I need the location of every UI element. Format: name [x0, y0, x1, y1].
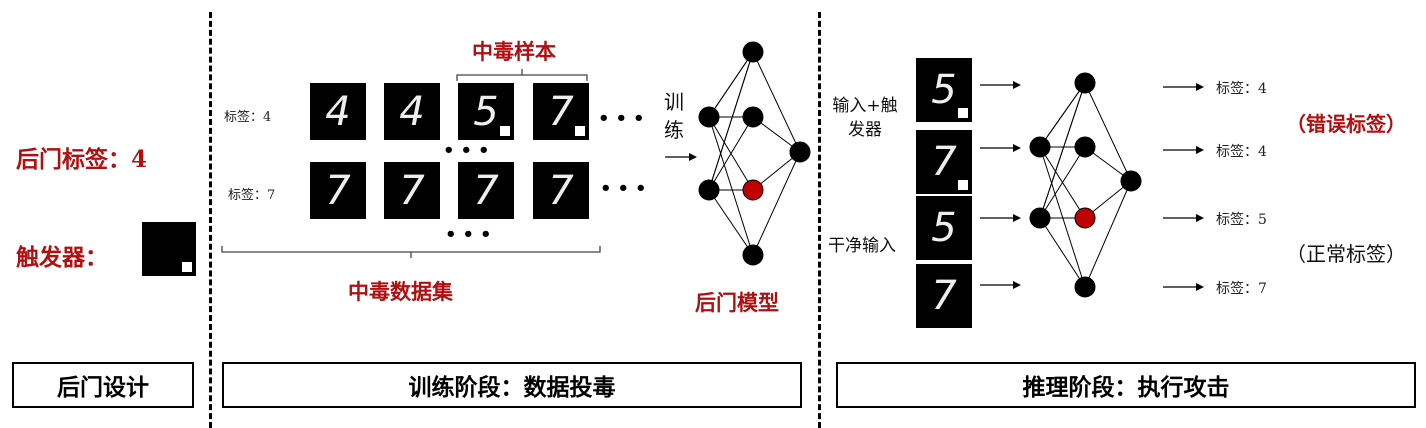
stage-box-training: 训练阶段：数据投毒 [222, 362, 802, 408]
trigger-square [500, 126, 510, 136]
arrow-head [1196, 214, 1204, 222]
stage-box-inference: 推理阶段：执行攻击 [836, 362, 1416, 408]
digit-glyph: 5 [931, 205, 957, 251]
mnist-image: 4 [310, 83, 366, 140]
network-edge [708, 116, 754, 256]
row2-label: 标签：7 [228, 188, 276, 203]
network-edge [1084, 180, 1132, 288]
arrow-head [1013, 144, 1021, 152]
neuron [742, 244, 764, 266]
neuron [789, 141, 811, 163]
neuron [1029, 207, 1051, 229]
bracket [221, 246, 601, 258]
network-edge [1039, 82, 1086, 148]
network-edge [1039, 146, 1086, 219]
network-edge [1039, 217, 1086, 288]
ellipsis: ••• [443, 140, 496, 161]
arrow-head [1196, 83, 1204, 91]
neuron [1074, 136, 1096, 158]
row1-label: 标签：4 [224, 110, 272, 125]
network-edge [1084, 82, 1132, 182]
network-edge [752, 51, 801, 153]
digit-glyph: 7 [473, 167, 499, 214]
digit-glyph: 4 [325, 88, 351, 135]
backdoor-neuron [1074, 207, 1096, 229]
arrow-head [1013, 281, 1021, 289]
input-image: 7 [916, 264, 972, 328]
trigger-square [958, 108, 968, 118]
network-edge [1039, 82, 1086, 219]
arrow-head [1013, 81, 1021, 89]
poisoned-dataset-title: 中毒数据集 [348, 279, 453, 304]
digit-glyph: 7 [548, 167, 574, 214]
mnist-image: 7 [384, 162, 440, 219]
mnist-image: 4 [384, 83, 440, 140]
ellipsis: ••• [598, 108, 651, 129]
mnist-image: 7 [533, 162, 589, 219]
network-edge [708, 116, 754, 191]
output-label: 标签：4 [1216, 81, 1267, 97]
neuron [1074, 276, 1096, 298]
neuron [742, 106, 764, 128]
neuron [1029, 136, 1051, 158]
divider-line [209, 12, 212, 428]
digit-glyph: 4 [399, 88, 425, 135]
network-edge [1039, 146, 1086, 288]
input-image: 5 [916, 58, 972, 122]
poison-samples-title: 中毒样本 [472, 39, 556, 64]
input-image: 5 [916, 196, 972, 260]
neuron [1074, 72, 1096, 94]
mnist-image: 7 [533, 83, 589, 140]
backdoor-model-title: 后门模型 [695, 290, 779, 315]
mnist-image: 7 [310, 162, 366, 219]
digit-glyph: 7 [325, 167, 351, 214]
bracket [456, 69, 588, 81]
mnist-image: 5 [458, 83, 514, 140]
trigger-pattern-image [142, 222, 196, 276]
normal-label-note: （正常标签） [1286, 242, 1406, 266]
digit-glyph: 7 [548, 88, 574, 135]
arrow-head [1196, 283, 1204, 291]
output-label: 标签：7 [1216, 281, 1267, 297]
mnist-image: 7 [458, 162, 514, 219]
network-edge [708, 51, 754, 118]
trigger-square [958, 180, 968, 190]
arrow-head [689, 153, 697, 161]
train-text: 训练 [664, 90, 684, 142]
neuron [698, 179, 720, 201]
stage-box-design: 后门设计 [12, 362, 194, 408]
trigger-square [182, 262, 192, 272]
digit-glyph: 7 [399, 167, 425, 214]
triggered-input-label: 输入+触发器 [832, 96, 898, 140]
output-label: 标签：5 [1216, 212, 1267, 228]
divider-line [818, 12, 821, 428]
ellipsis: ••• [445, 224, 498, 245]
neuron [1120, 170, 1142, 192]
network-edge [708, 189, 754, 256]
network-edge [708, 51, 754, 191]
wrong-label-note: （错误标签） [1286, 112, 1406, 136]
digit-glyph: 5 [473, 88, 499, 135]
ellipsis: ••• [600, 178, 653, 199]
arrow-head [1013, 214, 1021, 222]
arrow-head [1196, 146, 1204, 154]
digit-glyph: 5 [931, 67, 957, 113]
backdoor-neuron [742, 179, 764, 201]
output-label: 标签：4 [1216, 144, 1267, 160]
trigger-label-text: 触发器： [16, 244, 108, 271]
neuron [742, 41, 764, 63]
clean-input-label: 干净输入 [828, 236, 896, 256]
trigger-square [575, 126, 585, 136]
input-image: 7 [916, 130, 972, 194]
network-edge [752, 151, 801, 256]
neuron [698, 106, 720, 128]
digit-glyph: 7 [931, 139, 957, 185]
digit-glyph: 7 [931, 273, 957, 319]
backdoor-label-text: 后门标签：4 [16, 146, 148, 173]
